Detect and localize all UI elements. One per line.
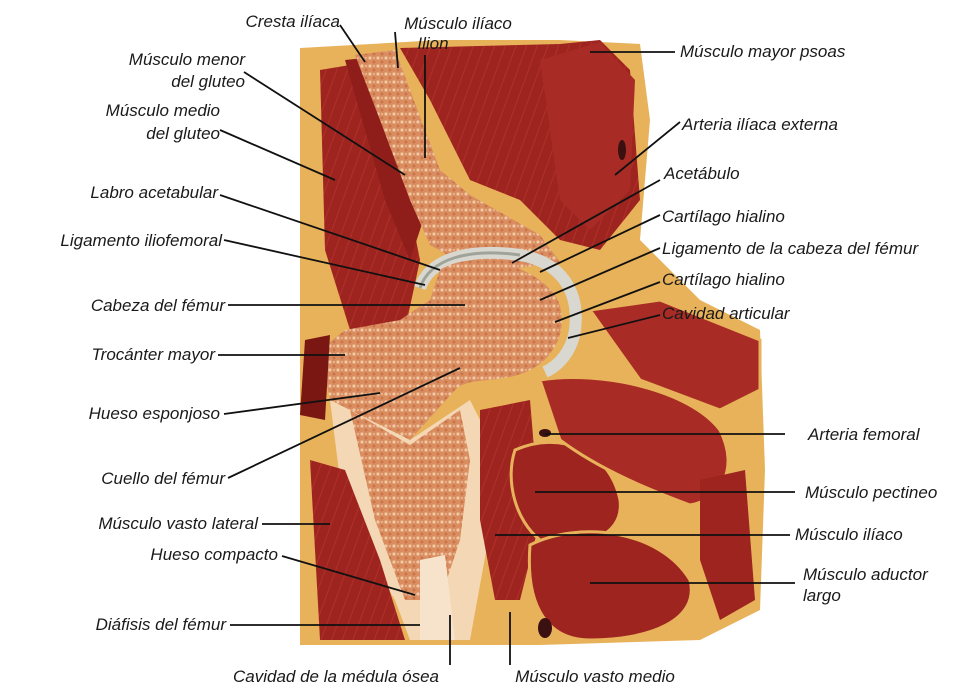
label-musculo-medio-gluteo-1: Músculo medio: [60, 101, 220, 121]
label-musculo-iliaco-top: Músculo ilíaco: [383, 14, 533, 34]
label-hueso-compacto: Hueso compacto: [60, 545, 278, 565]
label-acetabulo: Acetábulo: [664, 164, 740, 184]
label-musculo-mayor-psoas: Músculo mayor psoas: [680, 42, 845, 62]
label-cartilago-hialino-1: Cartílago hialino: [662, 207, 785, 227]
arteria-femoral-shape: [539, 429, 551, 437]
label-cabeza-femur: Cabeza del fémur: [20, 296, 225, 316]
label-musculo-aductor-largo-2: largo: [803, 586, 841, 606]
vasto-medio-vessel: [538, 618, 552, 638]
label-hueso-esponjoso: Hueso esponjoso: [20, 404, 220, 424]
label-musculo-menor-gluteo-2: del gluteo: [80, 72, 245, 92]
label-musculo-menor-gluteo-1: Músculo menor: [80, 50, 245, 70]
arteria-iliaca-shape: [618, 140, 626, 160]
label-cuello-femur: Cuello del fémur: [20, 469, 225, 489]
label-diafisis-femur: Diáfisis del fémur: [20, 615, 226, 635]
label-labro-acetabular: Labro acetabular: [40, 183, 218, 203]
label-cartilago-hialino-2: Cartílago hialino: [662, 270, 785, 290]
trocanter-muscle: [300, 335, 330, 420]
label-arteria-femoral: Arteria femoral: [808, 425, 919, 445]
label-musculo-pectineo: Músculo pectineo: [805, 483, 937, 503]
label-ligamento-iliofemoral: Ligamento iliofemoral: [10, 231, 222, 251]
label-cavidad-medula-osea: Cavidad de la médula ósea: [205, 667, 467, 687]
label-musculo-vasto-lateral: Músculo vasto lateral: [20, 514, 258, 534]
label-ligamento-cabeza-femur: Ligamento de la cabeza del fémur: [662, 239, 918, 259]
label-cresta-iliaca: Cresta ilíaca: [200, 12, 340, 32]
label-musculo-aductor-largo-1: Músculo aductor: [803, 565, 928, 585]
label-musculo-vasto-medio: Músculo vasto medio: [490, 667, 700, 687]
label-ilion: Ilion: [383, 34, 483, 54]
label-musculo-medio-gluteo-2: del gluteo: [60, 124, 220, 144]
label-trocanter-mayor: Trocánter mayor: [20, 345, 215, 365]
label-cavidad-articular: Cavidad articular: [662, 304, 790, 324]
label-musculo-iliaco: Músculo ilíaco: [795, 525, 903, 545]
label-arteria-iliaca-externa: Arteria ilíaca externa: [682, 115, 838, 135]
